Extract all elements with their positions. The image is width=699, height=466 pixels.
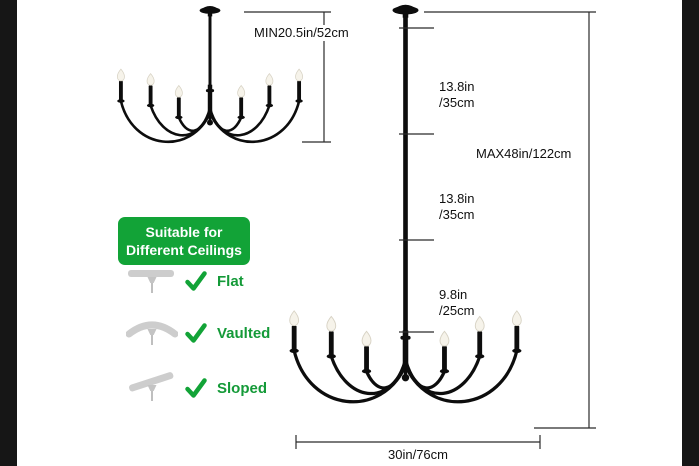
rod-segment-1-label: 13.8in /35cm	[437, 79, 477, 111]
right-black-bar	[682, 0, 699, 466]
rod-segment-3-cm: /25cm	[439, 303, 475, 318]
badge-line-2: Different Ceilings	[126, 242, 242, 258]
rod-segment-3-inches: 9.8in	[439, 287, 468, 302]
suitable-ceilings-badge: Suitable for Different Ceilings	[118, 217, 250, 265]
flat-ceiling-icon	[128, 270, 174, 293]
ceiling-type-label-vaulted: Vaulted	[217, 324, 271, 342]
small-chandelier-illustration	[112, 6, 308, 159]
large-chandelier-illustration	[283, 4, 528, 425]
ceiling-row-vaulted: Vaulted	[126, 316, 270, 350]
check-icon	[185, 271, 207, 291]
check-icon	[185, 378, 207, 398]
left-black-bar	[0, 0, 17, 466]
rod-segment-2-label: 13.8in /35cm	[437, 191, 477, 223]
width-label: 30in/76cm	[386, 447, 450, 463]
max-height-label: MAX48in/122cm	[474, 146, 574, 162]
rod-segment-1-inches: 13.8in	[439, 79, 475, 94]
ceiling-row-flat: Flat	[126, 264, 244, 298]
check-icon	[185, 323, 207, 343]
vaulted-ceiling-icon	[126, 321, 178, 345]
rod-segment-2-inches: 13.8in	[439, 191, 475, 206]
rod-segment-3-label: 9.8in /25cm	[437, 287, 477, 319]
ceiling-type-label-sloped: Sloped	[217, 379, 268, 397]
ceiling-type-label-flat: Flat	[217, 272, 244, 290]
rod-segment-2-cm: /35cm	[439, 207, 475, 222]
badge-line-1: Suitable for	[145, 224, 223, 240]
rod-segment-1-cm: /35cm	[439, 95, 475, 110]
sloped-ceiling-icon	[129, 372, 174, 401]
min-height-label: MIN20.5in/52cm	[252, 25, 351, 41]
ceiling-row-sloped: Sloped	[126, 370, 267, 406]
